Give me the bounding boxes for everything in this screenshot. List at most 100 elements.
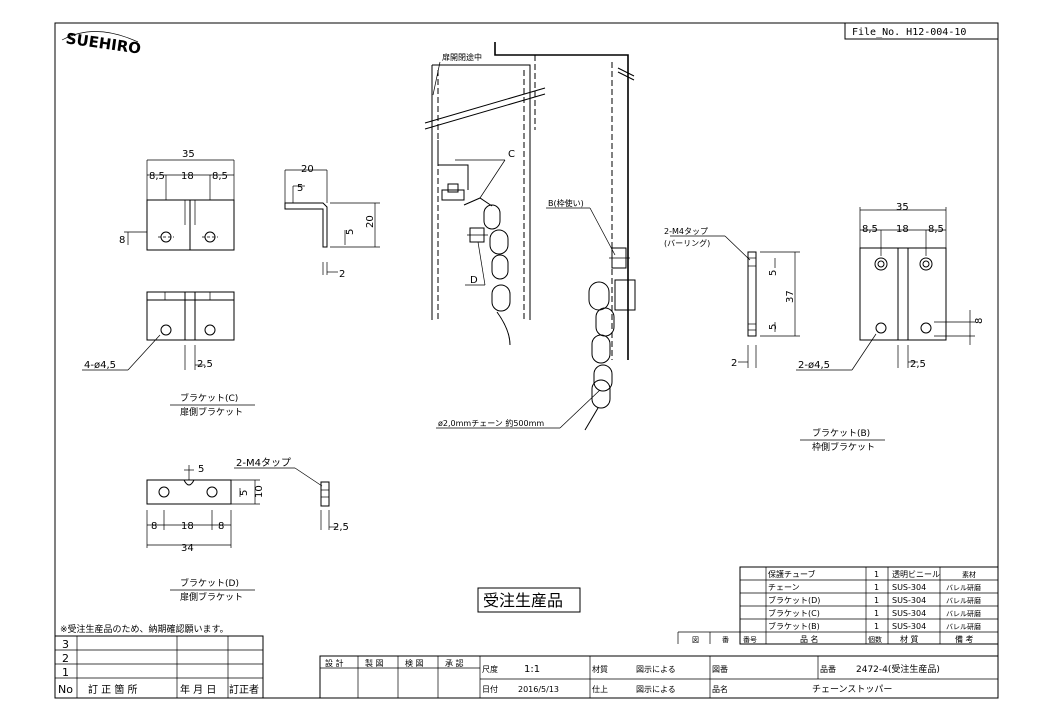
dim-b-85a: 8,5 (862, 224, 878, 235)
rev-row-no: 2 (62, 652, 69, 665)
dim-c-35: 35 (182, 149, 195, 160)
ph-code: 番号 (743, 636, 757, 644)
bracket-c-side (284, 169, 380, 275)
part-name: ブラケット(C) (768, 608, 820, 618)
part-qty: 1 (874, 622, 879, 631)
tap-b-label: 2-M4タップ (664, 227, 708, 236)
tb-date-label: 日付 (482, 684, 498, 694)
bracket-b-front (796, 207, 975, 371)
tb-scale: 1:1 (524, 664, 540, 675)
ph-material: 材 質 (900, 634, 919, 644)
file-no-box (844, 22, 999, 40)
caption-d-title: ブラケット(D) (180, 577, 239, 589)
dim-bs-5b: 5 (768, 324, 779, 330)
part-material: 透明ビニール (892, 570, 940, 579)
tap-d-label: 2-M4タップ (236, 457, 291, 469)
part-remark: バレル研磨 (946, 609, 981, 618)
ph-remark: 備 考 (955, 634, 974, 644)
dim-d-8a: 8 (151, 521, 157, 532)
dim-cs-2: 2 (339, 269, 345, 280)
title-block (319, 655, 999, 699)
dim-cs-20r: 20 (365, 215, 376, 228)
part-material: SUS-304 (892, 609, 926, 618)
label-c: C (508, 149, 515, 160)
dim-bs-2: 2 (731, 358, 737, 369)
dim-c-8: 8 (119, 235, 125, 246)
caption-d-sub: 扉側ブラケット (180, 591, 243, 603)
tb-part-no-label: 品番 (820, 664, 836, 674)
dim-b-8: 8 (974, 318, 985, 324)
rev-row-no: 3 (62, 638, 69, 651)
part-name: ブラケット(D) (768, 595, 820, 605)
part-material: SUS-304 (892, 583, 926, 592)
ph-qty: 個数 (868, 635, 882, 644)
part-qty: 1 (874, 583, 879, 592)
part-qty: 1 (874, 596, 879, 605)
revision-table (54, 635, 264, 699)
tb-part-no: 2472-4(受注生産品) (856, 663, 940, 675)
dim-d-5: 5 (198, 464, 204, 475)
rev-h-place: 訂 正 箇 所 (88, 683, 138, 696)
label-d: D (470, 275, 478, 286)
part-remark: 素材 (962, 570, 976, 579)
part-name: 保護チューブ (768, 569, 816, 579)
rev-h-by: 訂正者 (229, 683, 259, 696)
part-name: ブラケット(B) (768, 621, 820, 631)
caption-b-title: ブラケット(B) (812, 427, 870, 439)
dim-d-25: 2,5 (333, 522, 349, 533)
tb-material-label: 材質 (592, 664, 608, 674)
dim-c-85b: 8,5 (212, 171, 228, 182)
label-chain-spec: ø2,0mmチェーン 約500mm (438, 418, 544, 428)
dim-bs-37: 37 (785, 290, 796, 303)
suehiro-logo: SUEHIRO (61, 29, 142, 58)
tb-check: 検 図 (405, 658, 424, 668)
tb-finish: 図示による (636, 685, 676, 694)
ph-no: 番 (722, 636, 729, 644)
logo-text: SUEHIRO (65, 29, 142, 57)
tb-drawing-no-label: 図番 (712, 664, 728, 674)
door-frame-assembly (424, 42, 636, 431)
ph-drawing: 図 (692, 636, 699, 644)
dim-d-5s: 5 (239, 490, 250, 496)
part-qty: 1 (874, 609, 879, 618)
dim-d-18: 18 (181, 521, 194, 532)
stamp-text: 受注生産品 (483, 591, 563, 610)
dim-b-85b: 8,5 (928, 224, 944, 235)
bracket-d-front (146, 465, 260, 548)
tb-finish-label: 仕上 (592, 684, 608, 694)
bracket-c-bottom (82, 291, 235, 371)
bracket-d-side (234, 467, 338, 530)
dim-b-25: 2,5 (910, 359, 926, 370)
dim-d-34: 34 (181, 543, 194, 554)
part-remark: バレル研磨 (946, 622, 981, 631)
dim-cs-20t: 20 (301, 164, 314, 175)
ph-name: 品 名 (800, 634, 819, 644)
rev-row-no: 1 (62, 666, 69, 679)
part-name: チェーン (768, 583, 800, 592)
dim-c-85a: 8,5 (149, 171, 165, 182)
bracket-b-side (670, 235, 800, 368)
caption-c-sub: 扉側ブラケット (180, 406, 243, 418)
tb-date: 2016/5/13 (518, 685, 559, 694)
part-material: SUS-304 (892, 596, 926, 605)
dim-d-10: 10 (254, 485, 265, 498)
dim-c-18: 18 (181, 171, 194, 182)
tb-material: 図示による (636, 665, 676, 674)
tb-scale-label: 尺度 (482, 664, 498, 674)
caption-c-title: ブラケット(C) (180, 392, 238, 404)
made-to-order-stamp (477, 587, 581, 613)
part-qty: 1 (874, 570, 879, 579)
part-material: SUS-304 (892, 622, 926, 631)
holes-b-label: 2-ø4,5 (798, 360, 830, 371)
delivery-note: ※受注生産品のため、納期確認願います。 (60, 623, 229, 635)
dim-b-18: 18 (896, 224, 909, 235)
dim-bs-5a: 5 (768, 270, 779, 276)
part-remark: バレル研磨 (946, 596, 981, 605)
label-b-frame: B(枠使い) (548, 198, 584, 208)
burring-label: (バーリング) (664, 238, 710, 248)
tb-product-label: 品名 (712, 684, 728, 694)
parts-list (677, 566, 999, 645)
rev-h-date: 年 月 日 (180, 683, 216, 696)
tb-design: 設 計 (325, 658, 344, 668)
